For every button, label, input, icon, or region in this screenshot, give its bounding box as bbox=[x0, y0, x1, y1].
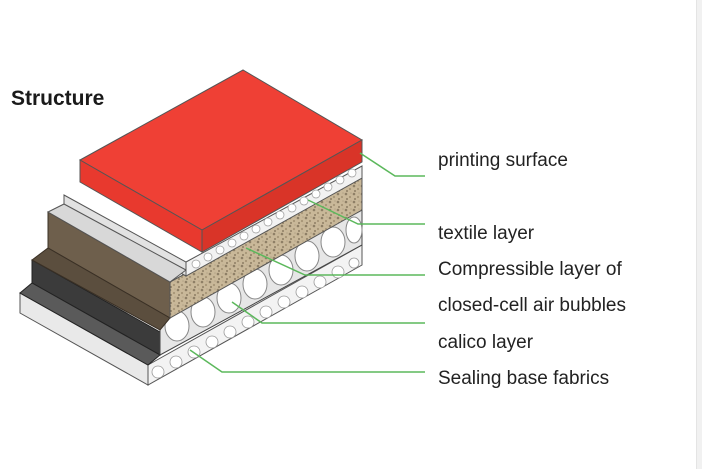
thin-bubble-layer bbox=[46, 165, 363, 283]
leader-compressible-layer bbox=[245, 247, 425, 276]
leader-calico-layer bbox=[231, 301, 425, 324]
label-sealing-base-fabrics: Sealing base fabrics bbox=[438, 368, 610, 389]
label-printing-surface: printing surface bbox=[438, 150, 568, 171]
leader-printing-surface bbox=[359, 152, 425, 177]
leader-textile-layer bbox=[307, 199, 425, 225]
leader-lines bbox=[189, 152, 425, 373]
printing-surface-layer bbox=[78, 69, 364, 253]
scrollbar-track[interactable] bbox=[696, 0, 702, 469]
label-textile-layer: textile layer bbox=[438, 223, 535, 244]
leader-sealing-base bbox=[189, 349, 425, 373]
label-calico-layer: calico layer bbox=[438, 332, 534, 353]
diagram-title: Structure bbox=[11, 87, 105, 110]
label-compressible-layer: Compressible layer of bbox=[438, 259, 622, 280]
textile-layer bbox=[31, 177, 363, 331]
label-compressible-layer-line2: closed-cell air bubbles bbox=[438, 295, 626, 316]
